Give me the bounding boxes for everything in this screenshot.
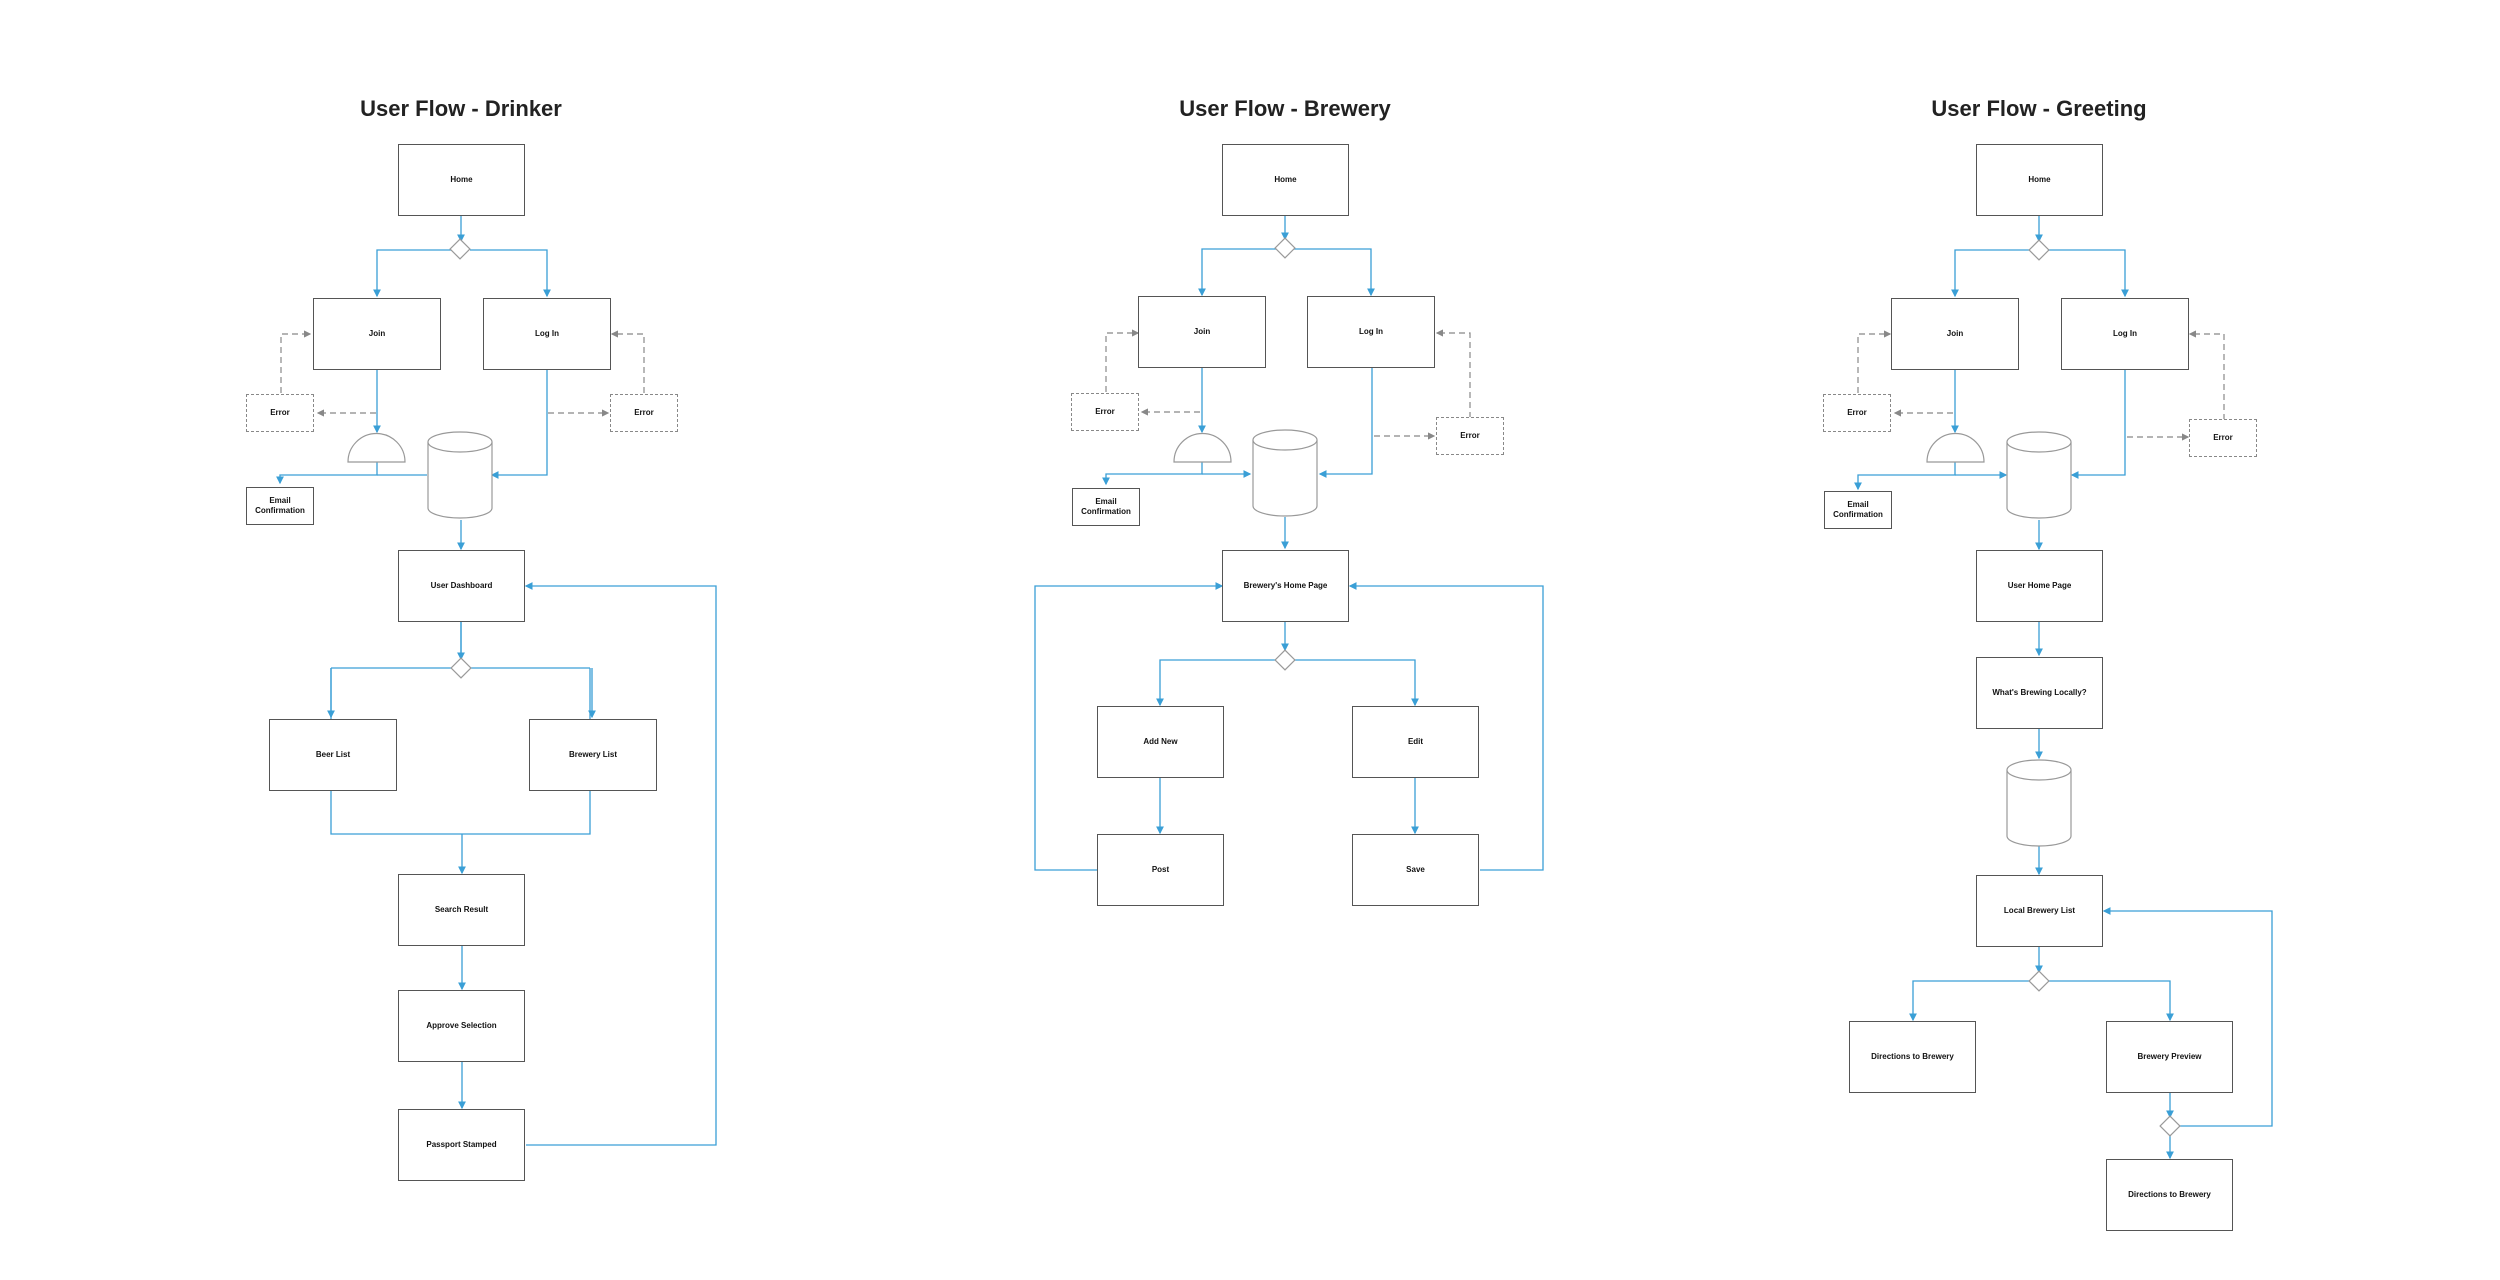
brewery-save-label: Save [1406,865,1425,874]
drinker-brewery-list-node[interactable]: Brewery List [529,719,657,791]
brewery-home-page-label: Brewery's Home Page [1243,581,1328,590]
greeting-error-left-label: Error [1847,408,1867,417]
greeting-join-node[interactable]: Join [1891,298,2019,370]
drinker-merge-gate [347,432,406,463]
drinker-join-node[interactable]: Join [313,298,441,370]
brewery-error-connectors [1105,329,1471,440]
greeting-join-label: Join [1946,329,1964,338]
brewery-edit-node[interactable]: Edit [1352,706,1479,778]
drinker-join-label: Join [368,329,386,338]
drinker-flow-title: User Flow - Drinker [360,96,562,121]
greeting-login-node[interactable]: Log In [2061,298,2189,370]
drinker-passport-stamped-label: Passport Stamped [426,1140,497,1149]
greeting-error-right-label: Error [2213,433,2233,442]
greeting-directions-left-label: Directions to Brewery [1871,1052,1954,1061]
drinker-home-label: Home [450,175,473,184]
brewery-decision-diamond-2 [1274,649,1296,671]
greeting-brewery-preview-node[interactable]: Brewery Preview [2106,1021,2233,1093]
drinker-brewery-list-label: Brewery List [568,750,618,759]
greeting-whats-brewing-label: What's Brewing Locally? [1992,688,2087,697]
drinker-login-node[interactable]: Log In [483,298,611,370]
brewery-home-page-node[interactable]: Brewery's Home Page [1222,550,1349,622]
greeting-local-brewery-list-label: Local Brewery List [2003,906,2076,915]
drinker-approve-selection-node[interactable]: Approve Selection [398,990,525,1062]
greeting-decision-diamond-3 [2159,1115,2181,1137]
brewery-email-confirmation-node[interactable]: Email Confirmation [1072,488,1140,526]
brewery-shapes [1173,237,1318,671]
drinker-beer-list-node[interactable]: Beer List [269,719,397,791]
drinker-error-right-label: Error [634,408,654,417]
greeting-login-label: Log In [2113,329,2137,338]
brewery-post-node[interactable]: Post [1097,834,1224,906]
brewery-login-label: Log In [1359,327,1383,336]
drinker-decision-diamond-2 [450,657,472,679]
brewery-error-left-node[interactable]: Error [1071,393,1139,431]
greeting-connectors [1854,216,2273,1160]
greeting-brewery-preview-label: Brewery Preview [2137,1052,2202,1061]
greeting-flow-title: User Flow - Greeting [1931,96,2147,121]
greeting-local-brewery-list-node[interactable]: Local Brewery List [1976,875,2103,947]
brewery-connectors [1034,216,1544,871]
brewery-decision-diamond [1274,237,1296,259]
brewery-flow-title: User Flow - Brewery [1179,96,1391,121]
brewery-add-new-node[interactable]: Add New [1097,706,1224,778]
drinker-search-result-label: Search Result [434,905,489,914]
brewery-join-label: Join [1193,327,1211,336]
brewery-home-label: Home [1274,175,1297,184]
greeting-email-confirmation-label: Email Confirmation [1833,500,1883,519]
brewery-database [1252,429,1318,517]
greeting-directions-left-node[interactable]: Directions to Brewery [1849,1021,1976,1093]
brewery-email-confirmation-label: Email Confirmation [1081,497,1131,516]
greeting-merge-gate [1926,432,1985,463]
greeting-home-label: Home [2028,175,2051,184]
drinker-email-confirmation-label: Email Confirmation [255,496,305,515]
greeting-decision-diamond-2 [2028,970,2050,992]
drinker-error-left-node[interactable]: Error [246,394,314,432]
brewery-post-label: Post [1151,865,1170,874]
drinker-home-node[interactable]: Home [398,144,525,216]
drinker-beer-list-label: Beer List [315,750,351,759]
brewery-merge-gate [1173,432,1232,463]
greeting-home-node[interactable]: Home [1976,144,2103,216]
drinker-decision-diamond [449,238,471,260]
drinker-email-confirmation-node[interactable]: Email Confirmation [246,487,314,525]
brewery-join-node[interactable]: Join [1138,296,1266,368]
greeting-database-2 [2006,759,2072,847]
greeting-error-right-node[interactable]: Error [2189,419,2257,457]
drinker-login-label: Log In [535,329,559,338]
greeting-whats-brewing-node[interactable]: What's Brewing Locally? [1976,657,2103,729]
brewery-edit-label: Edit [1407,737,1424,746]
greeting-user-home-node[interactable]: User Home Page [1976,550,2103,622]
drinker-error-right-node[interactable]: Error [610,394,678,432]
brewery-add-new-label: Add New [1143,737,1178,746]
greeting-directions-bottom-node[interactable]: Directions to Brewery [2106,1159,2233,1231]
greeting-shapes [1926,239,2181,1137]
drinker-shapes [347,238,493,679]
greeting-email-confirmation-node[interactable]: Email Confirmation [1824,491,1892,529]
greeting-decision-diamond [2028,239,2050,261]
drinker-dashboard-label: User Dashboard [430,581,493,590]
greeting-database [2006,431,2072,519]
brewery-error-right-label: Error [1460,431,1480,440]
brewery-home-node[interactable]: Home [1222,144,1349,216]
drinker-passport-stamped-node[interactable]: Passport Stamped [398,1109,525,1181]
drinker-approve-selection-label: Approve Selection [426,1021,497,1030]
brewery-error-left-label: Error [1095,407,1115,416]
drinker-search-result-node[interactable]: Search Result [398,874,525,946]
drinker-error-left-label: Error [270,408,290,417]
drinker-dashboard-node[interactable]: User Dashboard [398,550,525,622]
greeting-error-left-node[interactable]: Error [1823,394,1891,432]
greeting-user-home-label: User Home Page [2007,581,2072,590]
greeting-error-connectors [1857,330,2225,441]
brewery-login-node[interactable]: Log In [1307,296,1435,368]
drinker-database [427,431,493,519]
drinker-error-connectors [280,330,645,417]
brewery-error-right-node[interactable]: Error [1436,417,1504,455]
brewery-save-node[interactable]: Save [1352,834,1479,906]
greeting-directions-bottom-label: Directions to Brewery [2128,1190,2211,1199]
